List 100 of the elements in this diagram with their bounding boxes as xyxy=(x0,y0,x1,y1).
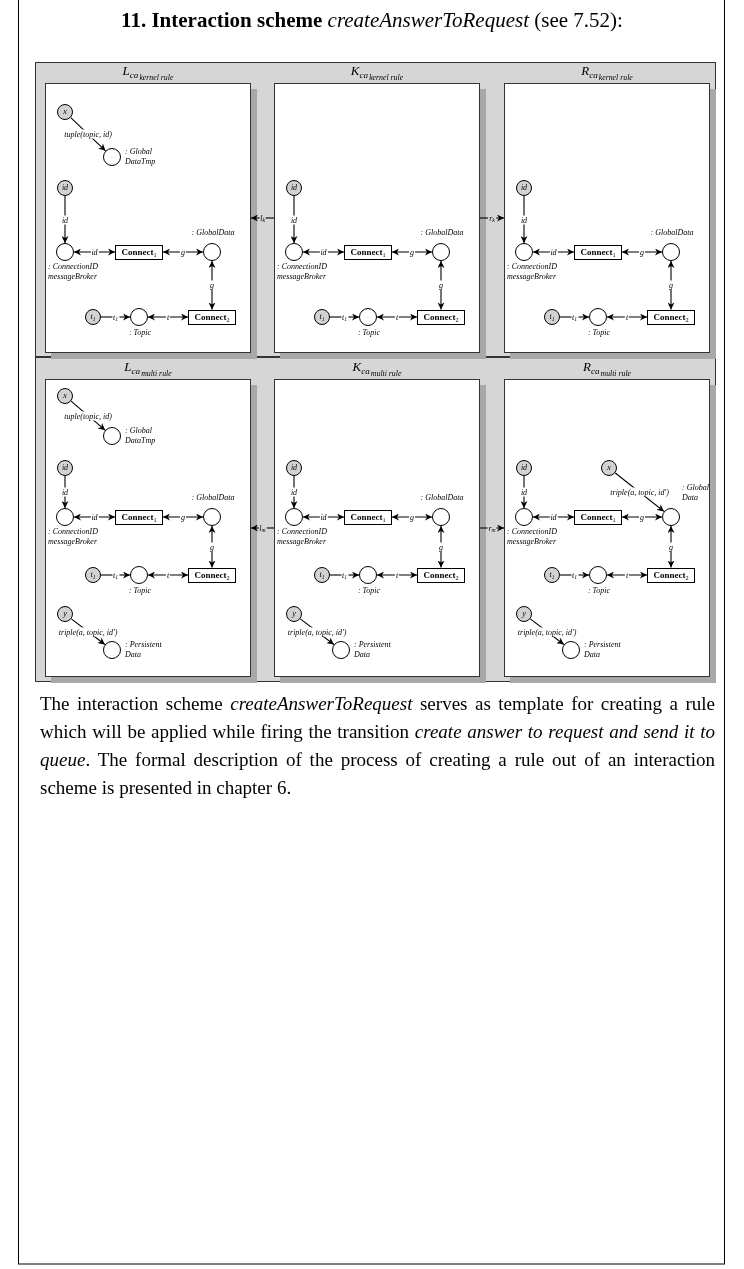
place-label: : ConnectionID xyxy=(507,262,557,272)
place-label: : Global DataTmp xyxy=(125,147,157,167)
arrow xyxy=(73,248,116,256)
token-place: y xyxy=(286,606,302,622)
transition-box: Connect$_{2}$ xyxy=(188,309,236,325)
edge-label: triple(a, topic, id') xyxy=(57,627,119,637)
place-label: : ConnectionID xyxy=(277,527,327,537)
place-label: : ConnectionID xyxy=(507,527,557,537)
token-place: t$_{1}$ xyxy=(314,567,330,583)
token-place: id xyxy=(57,460,73,476)
token-place: x xyxy=(57,104,73,120)
arrow xyxy=(162,513,204,521)
token-place: id xyxy=(516,180,532,196)
arrow xyxy=(302,513,345,521)
place-label: : ConnectionID xyxy=(277,262,327,272)
edge-label: triple(a, topic, id') xyxy=(609,487,670,497)
arrow xyxy=(147,571,189,579)
transition-box: Connect$_{2}$ xyxy=(417,309,465,325)
place-label: : Topic xyxy=(128,328,152,338)
arrow xyxy=(73,513,116,521)
arrow xyxy=(621,248,663,256)
panel-background xyxy=(35,62,716,357)
arrow xyxy=(621,513,663,521)
transition-box: Connect$_{1}$ xyxy=(344,244,392,260)
edge-label: tuple(topic, id) xyxy=(63,129,113,139)
place-label: messageBroker xyxy=(507,537,557,546)
panel-background xyxy=(35,357,716,682)
edge-label: g xyxy=(438,542,444,552)
place-label: : Topic xyxy=(128,586,152,596)
edge-label: g xyxy=(668,542,674,552)
arrow xyxy=(606,313,648,321)
edge-label: t xyxy=(165,570,171,580)
arrow xyxy=(208,260,216,311)
edge-label: t xyxy=(394,312,400,322)
place-label: messageBroker xyxy=(507,272,557,281)
arrow xyxy=(329,571,360,579)
token-place: id xyxy=(57,180,73,196)
place-label: : GlobalData xyxy=(191,228,235,238)
edge-label: id xyxy=(549,247,558,257)
place-label: messageBroker xyxy=(48,272,98,281)
arrow xyxy=(302,248,345,256)
edge-label: id xyxy=(519,487,529,497)
arrow xyxy=(329,313,360,321)
edge-label: t$_{1}$ xyxy=(571,570,578,580)
edge-label: id xyxy=(289,487,299,497)
arrow xyxy=(250,214,275,222)
edge-label: t$_{1}$ xyxy=(112,312,119,322)
arrow xyxy=(559,571,590,579)
edge-label: t$_{1}$ xyxy=(341,570,348,580)
token-place: id xyxy=(516,460,532,476)
place-label: : Global Data xyxy=(682,483,710,503)
transition-box: Connect$_{2}$ xyxy=(647,567,695,583)
arrow xyxy=(606,571,648,579)
transition-box: Connect$_{2}$ xyxy=(647,309,695,325)
place-label: : ConnectionID xyxy=(48,262,98,272)
edge-label: g xyxy=(209,542,215,552)
place-label: messageBroker xyxy=(277,537,327,546)
edge-label: id xyxy=(289,215,299,224)
transition-box: Connect$_{1}$ xyxy=(115,509,163,525)
arrow xyxy=(61,475,69,509)
edge-label: id xyxy=(60,215,70,224)
edge-label: id xyxy=(319,247,328,257)
token-place: id xyxy=(286,180,302,196)
token-place: x xyxy=(601,460,617,476)
place-label: : Persistent Data xyxy=(584,640,622,660)
arrow xyxy=(376,313,418,321)
place-label: : GlobalData xyxy=(191,493,235,503)
place-label: : Topic xyxy=(587,328,611,338)
place-label: : Persistent Data xyxy=(125,640,163,660)
token-place: x xyxy=(57,388,73,404)
edge-label: tuple(topic, id) xyxy=(63,411,113,421)
arrow xyxy=(391,248,433,256)
arrow xyxy=(532,513,575,521)
caption: The interaction scheme createAnswerToRequest serves as template for creating a rule which will be applied while firing the transition create answer to request and send it to queue. The formal description of the process of creating a rule out of an interaction scheme is presented in chapter 6. xyxy=(40,692,715,800)
arrow xyxy=(437,260,445,311)
arrow xyxy=(250,524,275,532)
token-place: id xyxy=(286,460,302,476)
transition-box: Connect$_{2}$ xyxy=(417,567,465,583)
token-place: t$_{1}$ xyxy=(544,309,560,325)
arrow xyxy=(376,571,418,579)
edge-label: g xyxy=(438,280,444,290)
transition-box: Connect$_{2}$ xyxy=(188,567,236,583)
place-label: : Topic xyxy=(587,586,611,596)
edge-label: t xyxy=(624,312,630,322)
edge-label: id xyxy=(90,247,99,257)
edge-label: id xyxy=(519,215,529,224)
arrow xyxy=(559,313,590,321)
edge-label: triple(a, topic, id') xyxy=(286,627,348,637)
place-label: : GlobalData xyxy=(650,228,694,238)
edge-label: id xyxy=(319,512,328,522)
arrow xyxy=(290,475,298,509)
arrow xyxy=(100,571,131,579)
edge-label: g xyxy=(209,280,215,290)
transition-box: Connect$_{1}$ xyxy=(574,509,622,525)
arrow xyxy=(147,313,189,321)
edge-label: l$_{k}$ xyxy=(259,213,266,223)
transition-box: Connect$_{1}$ xyxy=(115,244,163,260)
place-label: : Persistent Data xyxy=(354,640,392,660)
transition-box: Connect$_{1}$ xyxy=(344,509,392,525)
edge-label: t xyxy=(165,312,171,322)
